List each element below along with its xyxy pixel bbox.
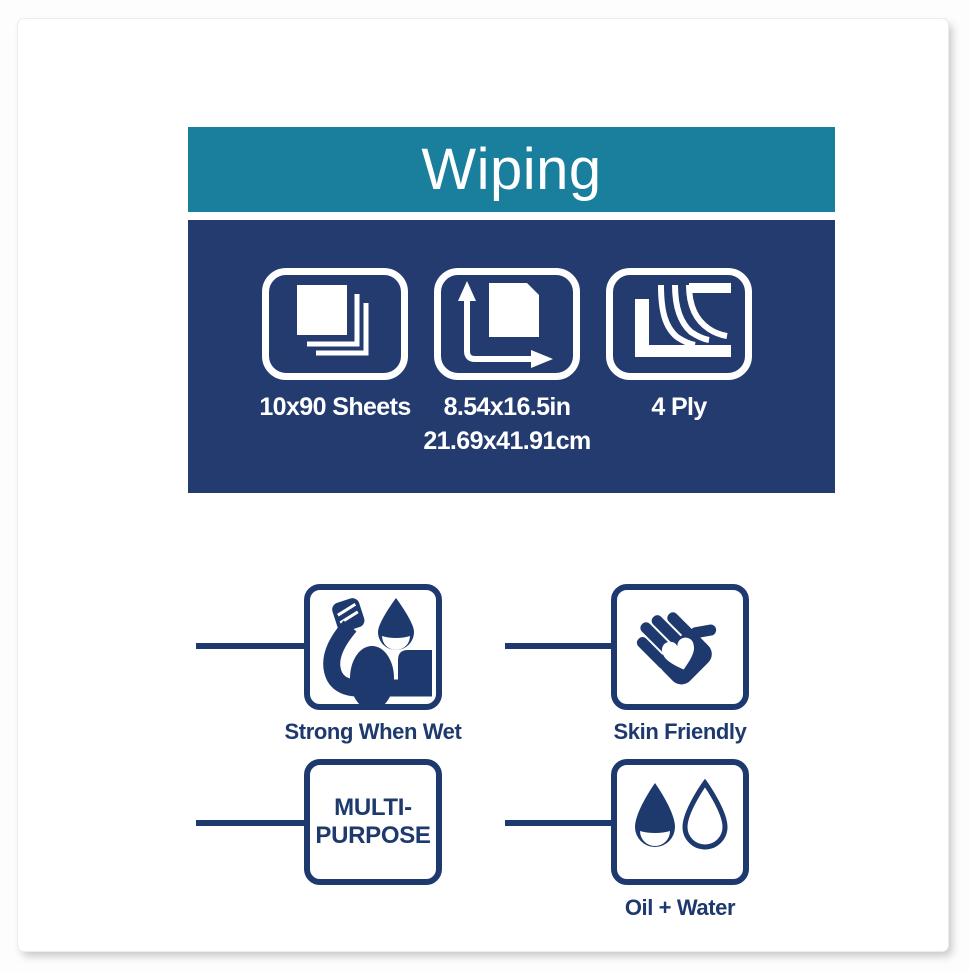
connector-line bbox=[505, 820, 611, 826]
infographic-card: Wiping 10x90 Sheets bbox=[18, 19, 948, 951]
sheet-size-box bbox=[434, 268, 580, 380]
strong-when-wet-icon bbox=[323, 598, 432, 704]
sheet-count-label: 10x90 Sheets bbox=[259, 393, 411, 421]
multi-purpose-line1: MULTI- bbox=[334, 794, 412, 821]
ply-box bbox=[606, 268, 752, 380]
category-banner: Wiping bbox=[188, 127, 835, 212]
sheet-count-box bbox=[262, 268, 408, 380]
skin-friendly-box bbox=[611, 584, 749, 710]
multi-purpose-line2: PURPOSE bbox=[315, 822, 431, 849]
sheet-dimensions-icon bbox=[458, 281, 553, 368]
connector-line bbox=[196, 820, 304, 826]
category-title: Wiping bbox=[421, 137, 602, 202]
oil-water-box bbox=[611, 759, 749, 885]
spec-panel: 10x90 Sheets 8.54x16.5in 21.69x41.91cm bbox=[188, 220, 835, 493]
sheet-size-label-cm: 21.69x41.91cm bbox=[423, 427, 591, 455]
connector-line bbox=[196, 643, 304, 649]
ply-layers-icon bbox=[635, 283, 731, 357]
oil-water-icon bbox=[635, 778, 728, 850]
connector-line bbox=[505, 643, 611, 649]
strong-when-wet-box bbox=[304, 584, 442, 710]
sheet-stack-icon bbox=[297, 285, 369, 356]
sheet-size-label-in: 8.54x16.5in bbox=[443, 393, 571, 421]
oil-water-label: Oil + Water bbox=[624, 895, 736, 920]
skin-friendly-label: Skin Friendly bbox=[613, 719, 747, 744]
skin-friendly-icon bbox=[636, 612, 717, 685]
multi-purpose-text: MULTI- PURPOSE bbox=[304, 759, 442, 885]
multi-purpose-box: MULTI- PURPOSE bbox=[304, 759, 442, 885]
strong-when-wet-label: Strong When Wet bbox=[284, 719, 462, 744]
ply-label: 4 Ply bbox=[651, 393, 707, 421]
